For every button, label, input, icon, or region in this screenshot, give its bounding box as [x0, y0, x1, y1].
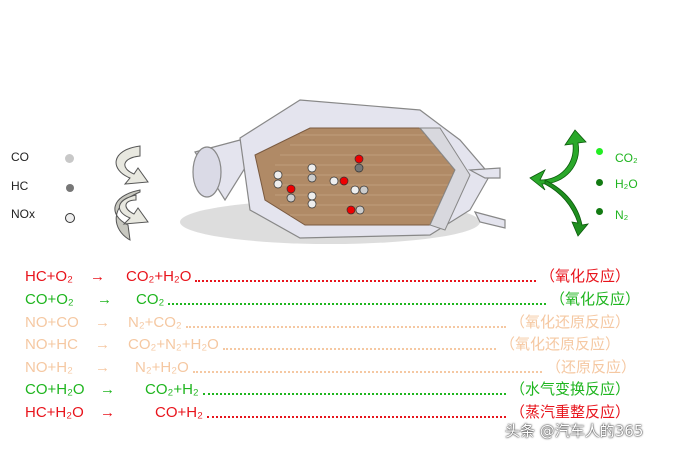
watermark: 头条 @汽车人的365: [505, 422, 644, 440]
reaction-row: NO+CO → N₂+CO₂ （氧化还原反应）: [25, 311, 630, 331]
reaction-row: NO+HC → CO₂+N₂+H₂O （氧化还原反应）: [25, 333, 620, 353]
reactant: HC+O₂: [25, 268, 73, 285]
input-label-hc: HC: [11, 179, 29, 193]
dotted-leader: [168, 302, 546, 305]
product: CO+H₂: [155, 404, 203, 421]
h2o-dot-icon: [596, 179, 603, 186]
reaction-type: （蒸汽重整反应）: [509, 403, 630, 421]
reactant: CO+H₂O: [25, 381, 85, 398]
reactant: NO+HC: [25, 336, 78, 353]
arrow: →: [95, 314, 110, 331]
output-label-n2: N₂: [615, 208, 629, 222]
dotted-leader: [202, 392, 506, 395]
exhaust-arrow-icon: [529, 129, 589, 237]
dotted-leader: [206, 415, 506, 418]
arrow: →: [90, 268, 105, 285]
hc-dot-icon: [66, 184, 74, 192]
reaction-type: （水气变换反应）: [509, 380, 630, 398]
reaction-type: （氧化还原反应）: [509, 313, 630, 331]
nox-dot-icon: [65, 213, 75, 223]
arrow: →: [97, 291, 112, 308]
output-label-co2: CO₂: [615, 151, 638, 165]
dotted-leader: [222, 347, 496, 350]
co2-dot-icon: [596, 148, 603, 155]
product: N₂+CO₂: [128, 314, 182, 331]
reaction-row: HC+O₂ → CO₂+H₂O （氧化反应）: [25, 265, 630, 285]
dotted-leader: [192, 370, 542, 373]
dotted-leader: [185, 325, 506, 328]
input-label-co: CO: [11, 150, 29, 164]
arrow: →: [95, 336, 110, 353]
arrow: →: [95, 359, 110, 376]
reaction-type: （氧化还原反应）: [499, 335, 620, 353]
reactant: NO+H₂: [25, 359, 73, 376]
product: CO₂+N₂+H₂O: [128, 336, 219, 353]
co-dot-icon: [65, 154, 74, 163]
n2-dot-icon: [596, 208, 603, 215]
intake-arrow-icon: [114, 145, 149, 241]
output-label-h2o: H₂O: [615, 177, 638, 191]
reaction-row: CO+H₂O → CO₂+H₂ （水气变换反应）: [25, 378, 630, 398]
reactant: HC+H₂O: [25, 404, 84, 421]
reactant: NO+CO: [25, 314, 79, 331]
molecule-dots: [273, 154, 369, 215]
product: CO₂+H₂O: [126, 268, 192, 285]
reaction-row: HC+H₂O → CO+H₂ （蒸汽重整反应）: [25, 401, 630, 421]
reaction-row: NO+H₂ → N₂+H₂O （还原反应）: [25, 356, 636, 376]
arrow: →: [100, 404, 115, 421]
product: CO₂: [136, 291, 165, 308]
product: N₂+H₂O: [135, 359, 189, 376]
product: CO₂+H₂: [145, 381, 199, 398]
reaction-type: （还原反应）: [545, 358, 636, 376]
reaction-row: CO+O₂ → CO₂ （氧化反应）: [25, 288, 640, 308]
arrow: →: [100, 381, 115, 398]
reactant: CO+O₂: [25, 291, 74, 308]
dotted-leader: [195, 279, 536, 282]
reaction-type: （氧化反应）: [549, 290, 640, 308]
reaction-type: （氧化反应）: [539, 267, 630, 285]
input-label-nox: NOx: [11, 207, 35, 221]
